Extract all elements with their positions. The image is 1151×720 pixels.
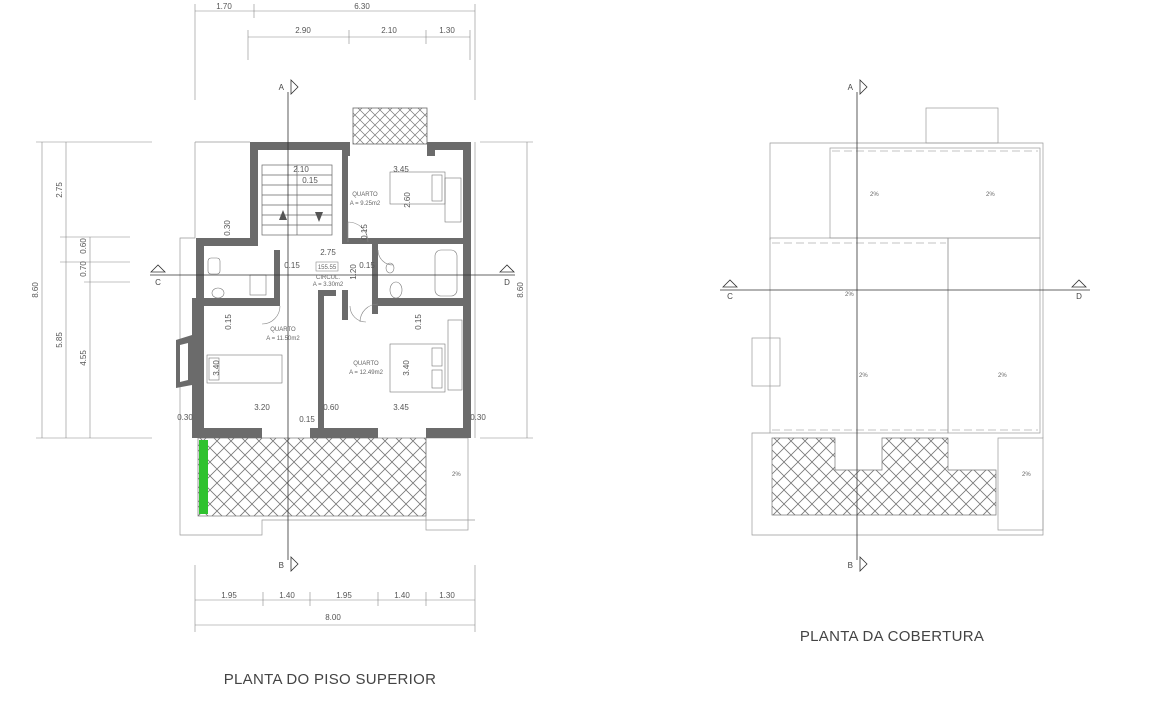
- furniture: [206, 171, 463, 393]
- dim-t030-b: 0.30: [177, 413, 193, 422]
- section-line-ab: [287, 79, 299, 572]
- title-upper-floor: PLANTA DO PISO SUPERIOR: [224, 671, 437, 688]
- dim-circ-width: 2.75: [320, 248, 336, 257]
- dim-left-5: 4.55: [79, 350, 88, 366]
- dim-q3-height: 3.40: [402, 360, 411, 376]
- roof-slope-1: 2%: [870, 192, 879, 198]
- dim-t030-c: 0.30: [470, 413, 486, 422]
- room-circ-name: CIRCUL.: [316, 275, 340, 281]
- roof-outline: [751, 107, 1044, 536]
- bottom-dimension-lines: [194, 565, 476, 632]
- roof-slope-5: 2%: [998, 373, 1007, 379]
- dim-bottom-2: 1.40: [279, 591, 295, 600]
- dim-q3-width: 3.45: [393, 403, 409, 412]
- dim-bottom-3: 1.95: [336, 591, 352, 600]
- dim-bottom-4: 1.40: [394, 591, 410, 600]
- roof-section-a-label: A: [848, 83, 854, 92]
- roof-terrace-hatch: [771, 437, 997, 516]
- level-marker: 155.55: [318, 265, 337, 271]
- dim-left-4: 5.85: [55, 332, 64, 348]
- right-dimension-lines: [480, 141, 533, 439]
- dim-bottom-5: 1.30: [439, 591, 455, 600]
- section-line-cd: [150, 264, 515, 276]
- roof-plan: A B C D 2% 2% 2% 2% 2% 2%: [720, 79, 1090, 572]
- section-c-label: C: [155, 278, 161, 287]
- planter-strip: [199, 440, 208, 514]
- door-swings: [261, 221, 394, 325]
- dim-t015-b: 0.15: [284, 261, 300, 270]
- roof-slope-6: 2%: [1022, 472, 1031, 478]
- dim-t015-f: 0.15: [414, 314, 423, 330]
- room-quarto-3-name: QUARTO: [353, 361, 379, 367]
- dim-top-outer-total: 6.30: [354, 2, 370, 11]
- room-quarto-2-area: A = 11.50m2: [266, 336, 300, 342]
- dim-left-2: 0.70: [79, 261, 88, 277]
- dim-q1-width: 3.45: [393, 165, 409, 174]
- dim-top-outer-left: 1.70: [216, 2, 232, 11]
- room-circ-area: A = 3.30m2: [313, 282, 344, 288]
- roof-section-line-cd: [720, 279, 1090, 291]
- upper-floor-plan: 1.70 6.30 2.90 2.10 1.30 8.60 2.75 5.85 …: [31, 2, 533, 632]
- staircase: [261, 164, 333, 236]
- roof-slope-3: 2%: [845, 292, 854, 298]
- stair-up-arrow: [279, 210, 287, 220]
- left-dimension-lines: [36, 141, 152, 439]
- dim-stair-width: 2.10: [293, 165, 309, 174]
- section-a-label: A: [279, 83, 285, 92]
- roof-slope-4: 2%: [859, 373, 868, 379]
- dim-t030-a: 0.30: [223, 220, 232, 236]
- section-b-label: B: [279, 561, 284, 570]
- dim-bottom-1: 1.95: [221, 591, 237, 600]
- dim-w060: 0.60: [323, 403, 339, 412]
- title-roof: PLANTA DA COBERTURA: [800, 628, 984, 645]
- roof-section-d-label: D: [1076, 292, 1082, 301]
- dim-left-3: 0.60: [79, 238, 88, 254]
- dim-q1-height: 2.60: [403, 192, 412, 208]
- roof-section-b-label: B: [848, 561, 853, 570]
- roof-slope-2: 2%: [986, 192, 995, 198]
- room-quarto-1-name: QUARTO: [352, 192, 378, 198]
- roof-section-line-ab: [856, 79, 868, 572]
- dim-t015-d: 0.15: [299, 415, 315, 424]
- top-balcony-hatch: [352, 107, 428, 145]
- room-quarto-1-area: A = 9.25m2: [350, 201, 381, 207]
- slope-terrace-left: 2%: [452, 472, 461, 478]
- dim-w120: 1.20: [349, 264, 358, 280]
- dim-left-1: 2.75: [55, 182, 64, 198]
- top-dimension-lines: [194, 4, 476, 100]
- dim-top-inner-2: 2.10: [381, 26, 397, 35]
- dim-q2-height: 3.40: [212, 360, 221, 376]
- roof-section-c-label: C: [727, 292, 733, 301]
- dim-bottom-total: 8.00: [325, 613, 341, 622]
- dim-top-inner-1: 2.90: [295, 26, 311, 35]
- plan-outline: [179, 141, 476, 536]
- walls: [192, 142, 471, 438]
- dim-left-total: 8.60: [31, 282, 40, 298]
- dim-top-inner-3: 1.30: [439, 26, 455, 35]
- dim-right-total: 8.60: [516, 282, 525, 298]
- dim-t015-e: 0.15: [224, 314, 233, 330]
- room-quarto-2-name: QUARTO: [270, 327, 296, 333]
- dim-q2-width: 3.20: [254, 403, 270, 412]
- room-quarto-3-area: A = 12.49m2: [349, 370, 384, 376]
- stair-down-arrow: [315, 212, 323, 222]
- dim-t015-a: 0.15: [302, 176, 318, 185]
- roof-gutters: [772, 150, 1038, 431]
- dim-t015-c: 0.15: [359, 261, 375, 270]
- section-d-label: D: [504, 278, 510, 287]
- window-niche-inner: [180, 343, 188, 382]
- dim-t015-g: 0.15: [360, 224, 369, 240]
- level-marker-box: [315, 261, 339, 272]
- terrace-hatch: [197, 437, 427, 517]
